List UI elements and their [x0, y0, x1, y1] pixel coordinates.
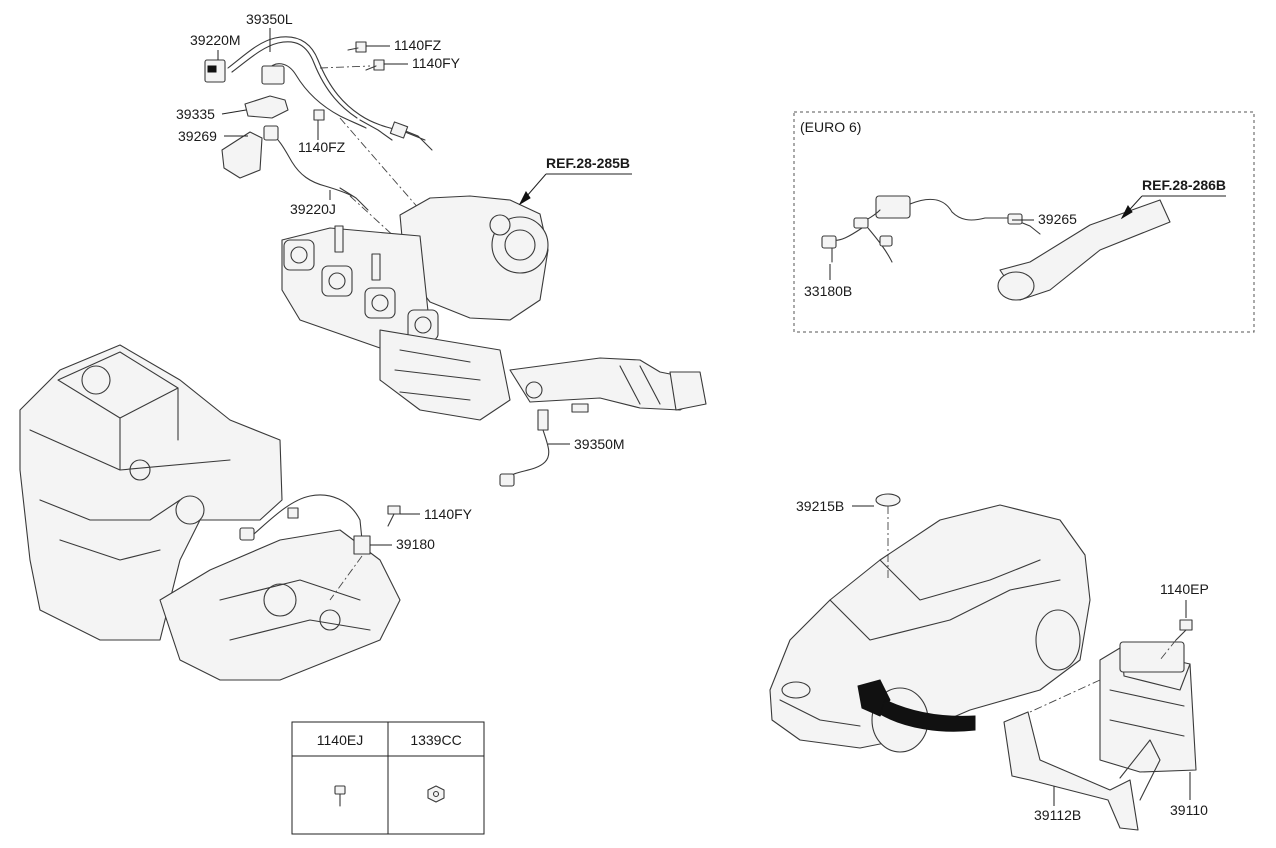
label-39215b: 39215B: [796, 498, 844, 514]
label-1140fz-top: 1140FZ: [394, 37, 442, 53]
grommet-39215b-icon: [875, 493, 901, 507]
ref-28-285b-label: REF.28-285B: [546, 155, 630, 171]
exhaust-pipe-icon: [997, 199, 1171, 301]
label-1140fy-top: 1140FY: [412, 55, 461, 71]
euro6-box: [793, 111, 1255, 333]
bracket-39269-icon: [221, 131, 263, 179]
label-39180: 39180: [396, 536, 435, 552]
bolt-1140fz-icon: [347, 41, 367, 53]
sensor-39180-icon: [239, 494, 371, 555]
bolt-1140ep-icon: [1175, 619, 1193, 641]
label-1140fy-lower: 1140FY: [424, 506, 473, 522]
vehicle-icon: [769, 504, 1091, 753]
nut-1339cc-icon: [427, 785, 445, 803]
label-1140fz-lower: 1140FZ: [298, 139, 346, 155]
sensor-39350m-icon: [499, 409, 550, 487]
label-39265: 39265: [1038, 211, 1077, 227]
nox-sensor-assembly-icon: [821, 195, 1041, 263]
bracket-39335-icon: [244, 95, 289, 119]
engine-block-icon: [19, 344, 401, 681]
label-39350l: 39350L: [246, 11, 293, 27]
label-39350m: 39350M: [574, 436, 625, 452]
bolt-1140ej-icon: [334, 785, 346, 807]
table-header-1140ej: 1140EJ: [317, 732, 363, 748]
turbo-manifold-assembly-icon: [281, 195, 707, 421]
label-39112b: 39112B: [1034, 807, 1081, 823]
euro6-heading: (EURO 6): [800, 119, 861, 135]
table-header-1339cc: 1339CC: [410, 732, 461, 748]
label-39269: 39269: [178, 128, 217, 144]
label-1140ep: 1140EP: [1160, 581, 1209, 597]
upper-sensor-group: [204, 36, 433, 261]
bolt-1140fy-lower-icon: [387, 505, 401, 527]
label-33180b: 33180B: [804, 283, 852, 299]
label-39335: 39335: [176, 106, 215, 122]
bolt-1140fz-lower-icon: [313, 109, 325, 131]
bolt-1140fy-icon: [365, 59, 385, 71]
ecu-39110-icon: [1099, 641, 1197, 773]
label-39110: 39110: [1170, 802, 1208, 818]
fastener-table: 1140EJ 1339CC: [291, 721, 485, 835]
ref-28-286b-label: REF.28-286B: [1142, 177, 1226, 193]
label-39220m: 39220M: [190, 32, 241, 48]
bracket-39112b-icon: [1003, 711, 1161, 831]
label-39220j: 39220J: [290, 201, 336, 217]
